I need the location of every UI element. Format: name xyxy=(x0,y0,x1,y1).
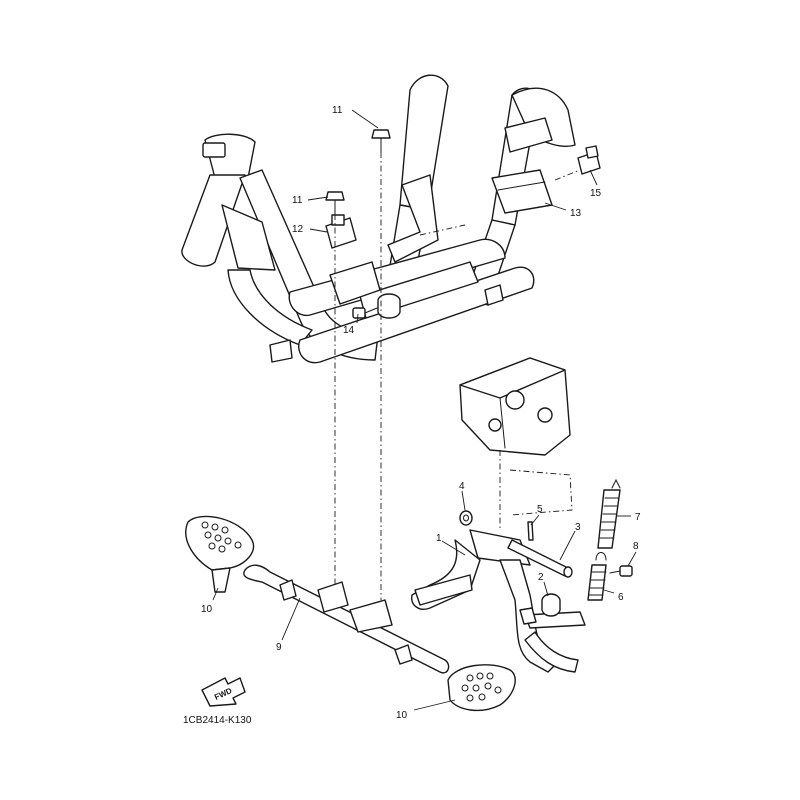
stand-pivot-bracket xyxy=(469,529,531,566)
callout-10-left: 10 xyxy=(201,604,213,615)
frame-tab-lower xyxy=(269,339,293,363)
callout-11-upper: 11 xyxy=(332,105,343,116)
footrest-bar xyxy=(243,564,450,674)
cotter-pin xyxy=(527,521,534,541)
main-stand xyxy=(411,529,586,673)
frame-bracket-left xyxy=(387,174,439,263)
callout-labels: 11 11 12 14 13 15 1 2 3 4 5 6 7 8 9 10 1… xyxy=(201,105,641,721)
stand-stopper xyxy=(541,593,561,617)
head-pipe-body xyxy=(181,174,246,267)
engine-top xyxy=(459,357,566,399)
callout-11-lower: 11 xyxy=(292,195,303,206)
bolt-11-upper xyxy=(371,129,391,153)
bolt-14 xyxy=(352,307,378,319)
stand-shaft xyxy=(507,539,573,578)
footrest-pad-right xyxy=(447,664,516,712)
frame-tab-rear xyxy=(484,284,504,306)
head-pipe-cap xyxy=(202,142,226,158)
stand-lower-arm xyxy=(524,631,579,673)
callout-13: 13 xyxy=(570,208,582,219)
callout-8: 8 xyxy=(633,541,639,552)
callout-3: 3 xyxy=(575,522,581,533)
spring-long xyxy=(597,478,621,549)
callout-9: 9 xyxy=(276,642,282,653)
callout-15: 15 xyxy=(590,188,602,199)
callout-10-right: 10 xyxy=(396,710,408,721)
stand-foot-bar xyxy=(414,574,473,606)
footrest-pad-left xyxy=(185,515,255,593)
front-gusset xyxy=(221,204,276,271)
alignment-lines xyxy=(334,152,581,600)
spring-short xyxy=(587,552,607,601)
bolt-11-lower xyxy=(325,191,345,215)
callout-7: 7 xyxy=(635,512,641,523)
callout-4: 4 xyxy=(459,481,465,492)
leader-lines xyxy=(212,109,637,711)
engine-block xyxy=(459,357,571,456)
drawing-code: 1CB2414-K130 xyxy=(183,715,252,726)
frame-assembly xyxy=(181,74,576,364)
footrest-tab-mid xyxy=(279,579,297,601)
cross-tube-lower xyxy=(298,266,535,364)
clip-15 xyxy=(577,145,601,175)
forward-direction-arrow: FWD xyxy=(201,677,246,707)
callout-1: 1 xyxy=(436,533,442,544)
callout-2: 2 xyxy=(538,572,544,583)
callout-12: 12 xyxy=(292,224,304,235)
footrest-bar-tube xyxy=(243,564,450,674)
footrest-bracket-right xyxy=(349,599,393,633)
bolt-8 xyxy=(609,565,633,577)
footrest-bracket-left xyxy=(317,581,349,613)
washer xyxy=(459,510,473,526)
callout-5: 5 xyxy=(537,504,543,515)
footrest-tab-end xyxy=(394,644,413,665)
frame-plate-rear xyxy=(504,117,553,153)
engine-mount-plate xyxy=(329,261,381,305)
callout-6: 6 xyxy=(618,592,624,603)
callout-14: 14 xyxy=(343,325,355,336)
bracket-12 xyxy=(325,214,357,249)
